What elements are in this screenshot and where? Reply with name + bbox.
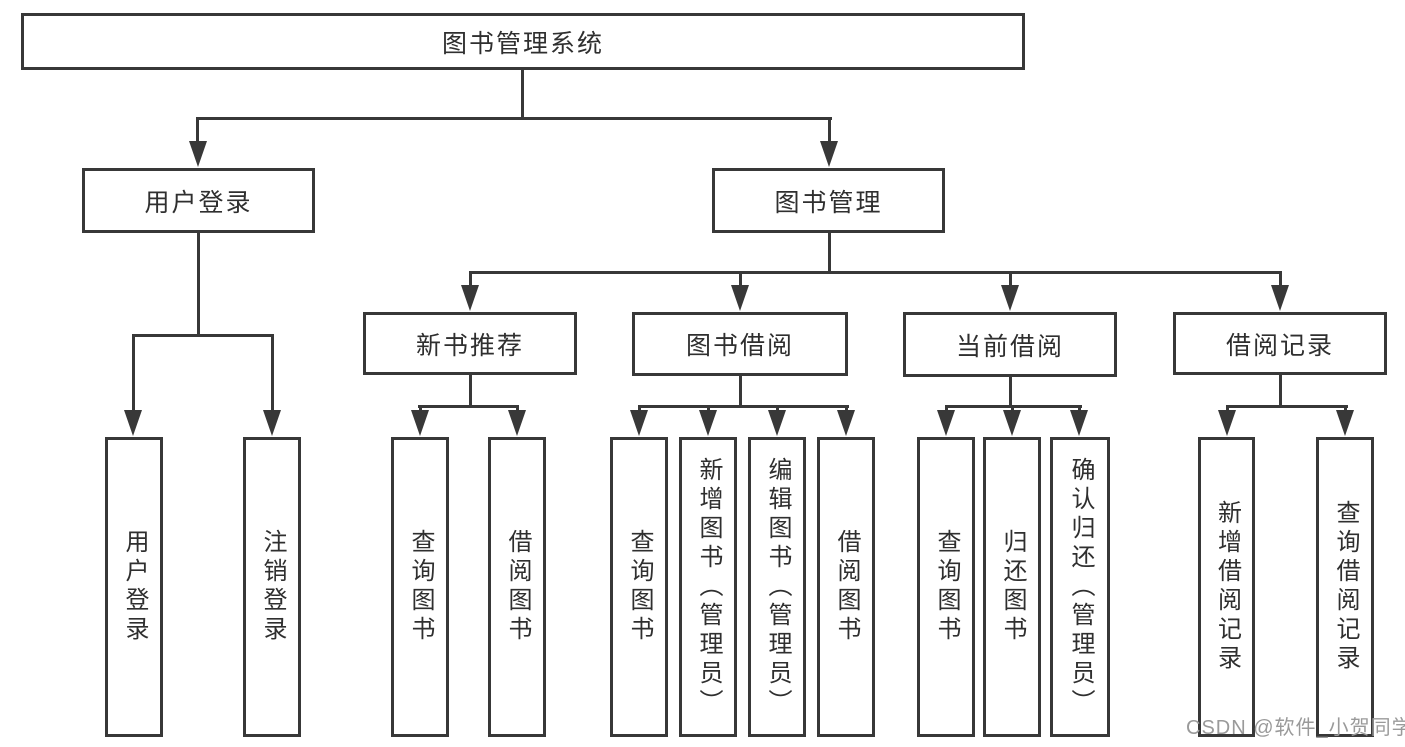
connector-vline — [197, 233, 200, 336]
arrow-down-icon — [699, 410, 717, 436]
connector-vline — [828, 233, 831, 273]
arrow-down-icon — [461, 285, 479, 311]
connector-vline — [638, 405, 641, 413]
leaf-edit-books-admin: 编辑图书（管理员） — [748, 437, 806, 737]
connector-vline — [1011, 405, 1014, 413]
arrow-down-icon — [508, 410, 526, 436]
leaf-query-books-borrow: 查询图书 — [610, 437, 668, 737]
arrow-down-icon — [124, 410, 142, 436]
leaf-query-borrow-record: 查询借阅记录 — [1316, 437, 1374, 737]
leaf-user-login: 用户登录 — [105, 437, 163, 737]
connector-vline — [828, 117, 831, 144]
arrow-down-icon — [937, 410, 955, 436]
leaf-borrow-books-recommend: 借阅图书 — [488, 437, 546, 737]
node-current-borrowing: 当前借阅 — [903, 312, 1117, 377]
connector-vline — [945, 405, 948, 413]
connector-vline — [707, 405, 710, 413]
node-user-login: 用户登录 — [82, 168, 315, 233]
connector-hline — [196, 117, 832, 120]
arrow-down-icon — [411, 410, 429, 436]
arrow-down-icon — [820, 141, 838, 167]
connector-vline — [739, 271, 742, 287]
arrow-down-icon — [263, 410, 281, 436]
connector-vline — [1009, 377, 1012, 407]
connector-vline — [516, 405, 519, 413]
connector-vline — [776, 405, 779, 413]
connector-hline — [1226, 405, 1348, 408]
connector-vline — [196, 117, 199, 144]
connector-vline — [1279, 271, 1282, 287]
connector-hline — [469, 271, 1282, 274]
connector-vline — [739, 376, 742, 407]
arrow-down-icon — [630, 410, 648, 436]
connector-vline — [1226, 405, 1229, 413]
leaf-logout: 注销登录 — [243, 437, 301, 737]
arrow-down-icon — [1271, 285, 1289, 311]
arrow-down-icon — [768, 410, 786, 436]
connector-vline — [1344, 405, 1347, 413]
leaf-confirm-return-admin: 确认归还（管理员） — [1050, 437, 1110, 737]
connector-hline — [638, 405, 849, 408]
arrow-down-icon — [1218, 410, 1236, 436]
leaf-return-books: 归还图书 — [983, 437, 1041, 737]
connector-vline — [132, 334, 135, 412]
leaf-add-books-admin: 新增图书（管理员） — [679, 437, 737, 737]
arrow-down-icon — [1003, 410, 1021, 436]
node-library-management-system: 图书管理系统 — [21, 13, 1025, 70]
node-new-book-recommendation: 新书推荐 — [363, 312, 577, 375]
connector-hline — [132, 334, 274, 337]
connector-vline — [845, 405, 848, 413]
connector-vline — [271, 334, 274, 412]
leaf-borrow-books: 借阅图书 — [817, 437, 875, 737]
connector-vline — [521, 69, 524, 119]
connector-vline — [1078, 405, 1081, 413]
connector-hline — [418, 405, 519, 408]
connector-vline — [1279, 375, 1282, 407]
node-borrowing-records: 借阅记录 — [1173, 312, 1387, 375]
leaf-add-borrow-record: 新增借阅记录 — [1198, 437, 1255, 737]
node-book-borrowing: 图书借阅 — [632, 312, 848, 376]
connector-vline — [1009, 271, 1012, 287]
leaf-query-books-current: 查询图书 — [917, 437, 975, 737]
connector-vline — [419, 405, 422, 413]
arrow-down-icon — [189, 141, 207, 167]
connector-vline — [469, 375, 472, 407]
csdn-watermark: CSDN @软件_小贺同学 — [1186, 717, 1405, 739]
arrow-down-icon — [1001, 285, 1019, 311]
arrow-down-icon — [731, 285, 749, 311]
arrow-down-icon — [1336, 410, 1354, 436]
arrow-down-icon — [1070, 410, 1088, 436]
connector-vline — [469, 271, 472, 287]
arrow-down-icon — [837, 410, 855, 436]
leaf-query-books-recommend: 查询图书 — [391, 437, 449, 737]
node-book-management: 图书管理 — [712, 168, 945, 233]
